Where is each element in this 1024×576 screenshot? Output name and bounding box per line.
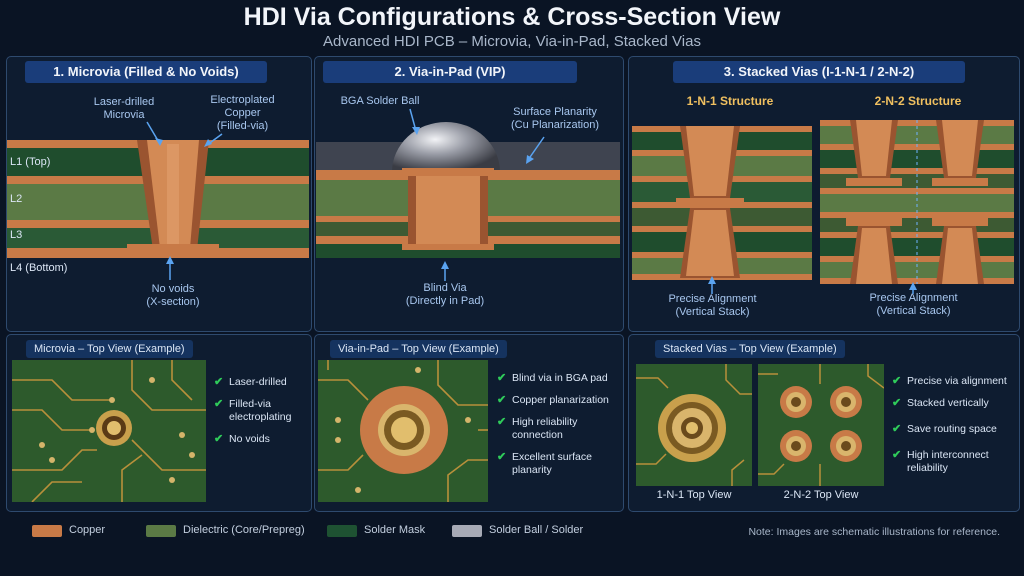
check-icon: ✔: [892, 423, 902, 435]
check-item: ✔High reliability connection: [497, 416, 578, 441]
stacked-2n2-cross-section: [820, 120, 1014, 284]
topview-2n2-caption: 2-N-2 Top View: [783, 489, 859, 501]
layer-l4-label: L4 (Bottom): [10, 262, 68, 274]
check-icon: ✔: [214, 398, 224, 410]
stacked-1n1-topview-image: [636, 364, 752, 486]
via-in-pad-header: 2. Via-in-Pad (VIP): [323, 61, 577, 83]
legend-dielectric: Dielectric (Core/Prepreg): [146, 522, 326, 542]
layer-l2-label: L2: [10, 193, 23, 205]
stacked-vias-header: 3. Stacked Vias (I-1-N-1 / 2-N-2): [673, 61, 965, 83]
legend-copper: Copper: [32, 522, 152, 542]
microvia-cross-section: [7, 140, 309, 258]
microvia-header: 1. Microvia (Filled & No Voids): [25, 61, 267, 83]
topview-1n1-caption: 1-N-1 Top View: [656, 489, 732, 501]
check-item: ✔Filled-via electroplating: [214, 398, 292, 423]
via-in-pad-arrows: [409, 108, 545, 281]
check-item: ✔Precise via alignment: [892, 375, 1007, 387]
check-item: ✔Save routing space: [892, 423, 997, 435]
check-item: ✔Blind via in BGA pad: [497, 372, 608, 384]
check-icon: ✔: [497, 372, 507, 384]
microvia-topview-image: [12, 360, 206, 502]
via-in-pad-topview-image: [318, 360, 488, 502]
solder-mask-swatch: [327, 525, 357, 537]
stacked-arrows: [708, 276, 917, 294]
check-icon: ✔: [497, 394, 507, 406]
via-in-pad-checklist: ✔Blind via in BGA pad ✔Copper planarizat…: [497, 372, 619, 486]
check-item: ✔Copper planarization: [497, 394, 609, 406]
stacked-2n2-topview-image: [758, 364, 884, 486]
check-icon: ✔: [497, 451, 507, 463]
check-icon: ✔: [892, 375, 902, 387]
check-icon: ✔: [892, 449, 902, 461]
check-item: ✔No voids: [214, 433, 270, 445]
structure-1n1-label: 1-N-1 Structure: [686, 94, 774, 108]
stacked-checklist: ✔Precise via alignment ✔Stacked vertical…: [892, 375, 1016, 484]
check-item: ✔Stacked vertically: [892, 397, 989, 409]
dielectric-swatch: [146, 525, 176, 537]
via-in-pad-cross-section: [316, 122, 620, 258]
precise-alignment-2n2-label: Precise Alignment(Vertical Stack): [869, 292, 958, 317]
microvia-topview-header: Microvia – Top View (Example): [26, 340, 193, 358]
surface-planarity-label: Surface Planarity(Cu Planarization): [510, 106, 600, 131]
layer-l1-label: L1 (Top): [10, 156, 51, 168]
page-subtitle: Advanced HDI PCB – Microvia, Via-in-Pad,…: [323, 33, 701, 50]
microvia-checklist: ✔Laser-drilled ✔Filled-via electroplatin…: [214, 376, 306, 455]
check-icon: ✔: [214, 433, 224, 445]
page-title: HDI Via Configurations & Cross-Section V…: [243, 3, 781, 31]
no-voids-label: No voids(X-section): [146, 283, 200, 308]
stacked-1n1-cross-section: [632, 126, 812, 280]
legend-solder-ball: Solder Ball / Solder: [452, 522, 612, 542]
bga-solder-ball-label: BGA Solder Ball: [340, 95, 420, 107]
check-item: ✔Excellent surface planarity: [497, 451, 592, 476]
precise-alignment-1n1-label: Precise Alignment(Vertical Stack): [668, 293, 757, 318]
check-icon: ✔: [497, 416, 507, 428]
check-item: ✔High interconnect reliability: [892, 449, 989, 474]
structure-2n2-label: 2-N-2 Structure: [874, 94, 962, 108]
footnote: Note: Images are schematic illustrations…: [748, 526, 1000, 538]
legend-solder-mask: Solder Mask: [327, 522, 447, 542]
check-item: ✔Laser-drilled: [214, 376, 287, 388]
blind-via-label: Blind Via(Directly in Pad): [405, 282, 485, 307]
microvia-arrows: [146, 121, 223, 280]
layer-l3-label: L3: [10, 229, 23, 241]
via-in-pad-topview-header: Via-in-Pad – Top View (Example): [330, 340, 507, 358]
check-icon: ✔: [214, 376, 224, 388]
stacked-topview-header: Stacked Vias – Top View (Example): [655, 340, 845, 358]
solder-ball-swatch: [452, 525, 482, 537]
copper-swatch: [32, 525, 62, 537]
check-icon: ✔: [892, 397, 902, 409]
